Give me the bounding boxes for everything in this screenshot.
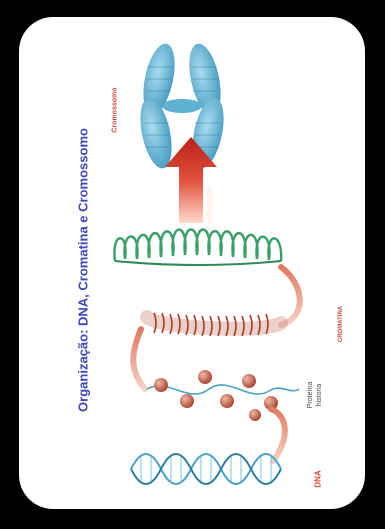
slide-card: Organização: DNA, Cromatina e Cromossomo… bbox=[19, 17, 365, 509]
label-cromatina: CROMATINA bbox=[338, 306, 344, 342]
label-proteina-line1: Proteína bbox=[306, 375, 315, 415]
transition-path-upper bbox=[281, 267, 300, 325]
label-cromossomo: Cromossomo bbox=[112, 87, 119, 132]
label-proteina-histona: Proteína histona bbox=[306, 375, 324, 415]
transition-path-lower bbox=[271, 409, 285, 461]
transition-path-middle bbox=[133, 329, 145, 389]
label-condensacao: Condensação bbox=[207, 186, 214, 229]
solenoid-fiber bbox=[147, 313, 281, 336]
diagram-title: Organização: DNA, Cromatina e Cromossomo bbox=[76, 128, 91, 412]
label-dna: DNA bbox=[314, 470, 323, 487]
chromatin-loops bbox=[114, 230, 281, 266]
label-proteina-line2: histona bbox=[315, 375, 324, 415]
dna-organization-illustration bbox=[19, 17, 365, 509]
dna-double-helix bbox=[131, 454, 281, 484]
